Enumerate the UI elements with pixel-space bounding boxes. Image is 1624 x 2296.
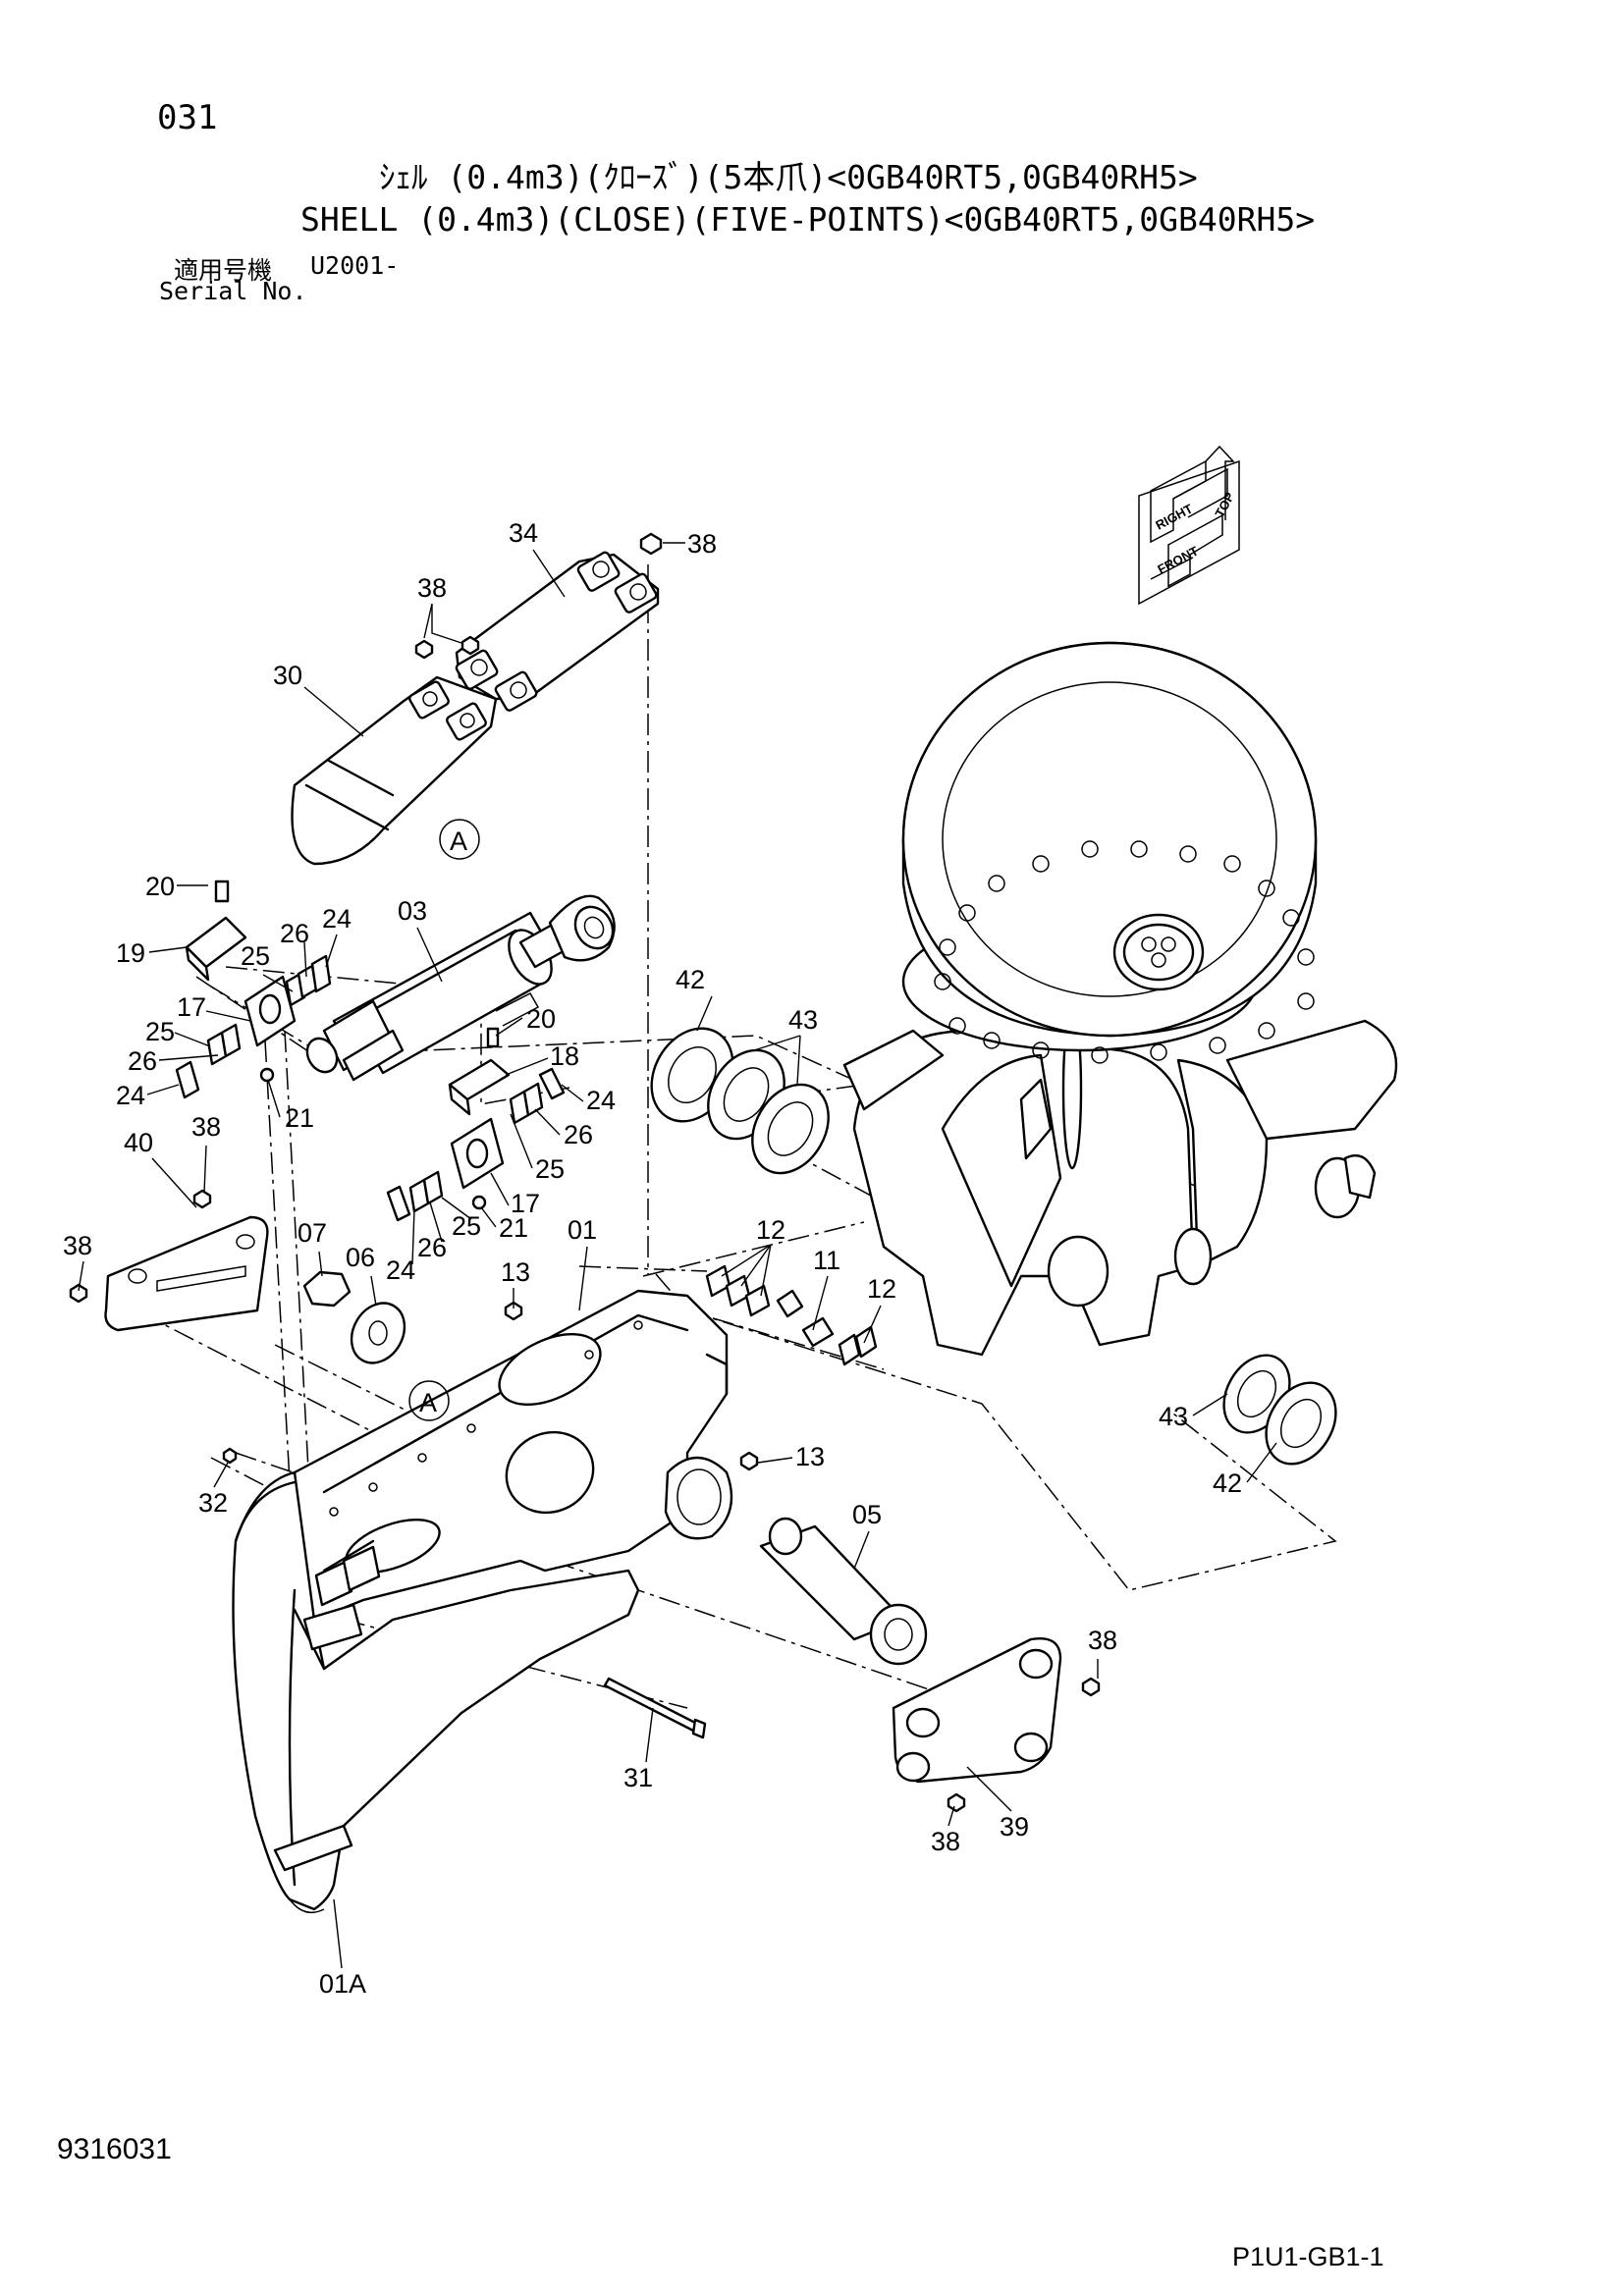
part-31-long-bolt <box>603 1677 707 1739</box>
callout-26: 26 <box>128 1046 157 1076</box>
part-01A-shell-claw <box>232 1470 640 1914</box>
callout-26: 26 <box>564 1120 593 1149</box>
callout-06: 06 <box>346 1243 375 1272</box>
callout-25: 25 <box>241 941 270 971</box>
callout-18: 18 <box>550 1041 579 1071</box>
callout-43: 43 <box>788 1005 818 1035</box>
callout-12: 12 <box>867 1274 896 1304</box>
callout-21: 21 <box>285 1103 314 1133</box>
callout-25: 25 <box>145 1017 175 1046</box>
part-39-end-plate <box>892 1637 1101 1813</box>
orientation-label-front: FRONT <box>1155 543 1201 576</box>
callout-38: 38 <box>687 529 717 559</box>
callout-03: 03 <box>398 896 427 926</box>
callout-19: 19 <box>116 938 145 968</box>
callout-39: 39 <box>1000 1812 1029 1842</box>
callout-42: 42 <box>1213 1468 1242 1498</box>
callout-38: 38 <box>1088 1626 1117 1655</box>
callout-13: 13 <box>795 1442 825 1471</box>
serial-label-english: Serial No. <box>159 277 307 305</box>
part-03-hydraulic-cylinder <box>305 894 616 1082</box>
serial-label-japanese: 適用号機 <box>174 256 273 285</box>
callout-11: 11 <box>813 1246 840 1275</box>
callout-01: 01 <box>568 1215 597 1245</box>
callout-24: 24 <box>386 1255 415 1285</box>
callout-26: 26 <box>417 1233 447 1262</box>
orientation-label-right: RIGHT <box>1153 501 1195 532</box>
part-01-shell-frame <box>293 1289 733 1622</box>
callout-30: 30 <box>273 661 302 690</box>
callout-43: 43 <box>1159 1402 1188 1431</box>
callout-34: 34 <box>509 518 538 548</box>
document-id: 9316031 <box>57 2133 172 2165</box>
page-number: 031 <box>157 98 218 137</box>
part-30-cover <box>291 675 498 866</box>
callout-20: 20 <box>526 1004 556 1034</box>
rotator-shell-assembly <box>842 641 1398 1357</box>
callout-31: 31 <box>623 1763 653 1792</box>
view-reference-A: A <box>419 1388 437 1417</box>
callout-05: 05 <box>852 1500 882 1529</box>
orientation-symbol: TOP RIGHT FRONT <box>1138 445 1240 606</box>
callout-17: 17 <box>177 992 206 1022</box>
callout-40: 40 <box>124 1128 153 1157</box>
part-05-pin <box>759 1517 928 1666</box>
callout-24: 24 <box>586 1086 616 1115</box>
callout-32: 32 <box>198 1488 228 1518</box>
bolt-38-top-group <box>414 532 663 660</box>
callout-07: 07 <box>298 1218 327 1248</box>
serial-value: U2001- <box>310 251 400 280</box>
view-reference-A: A <box>450 827 467 856</box>
callout-38: 38 <box>417 573 447 603</box>
callout-17: 17 <box>511 1189 540 1218</box>
callout-01A: 01A <box>319 1969 366 1999</box>
page-title-japanese: ｼｪﾙ (0.4m3)(ｸﾛｰｽﾞ)(5本爪)<0GB40RT5,0GB40RH… <box>379 158 1198 196</box>
callout-24: 24 <box>322 904 352 934</box>
part-34-cover-plate <box>455 551 660 712</box>
callout-labels: 34 38 38 30 A 20 19 03 26 24 25 17 25 26… <box>63 518 1242 1999</box>
callout-42: 42 <box>676 965 705 994</box>
callout-12: 12 <box>756 1215 785 1245</box>
callout-38: 38 <box>63 1231 92 1260</box>
part-40-side-plate <box>69 1189 269 1332</box>
callout-20: 20 <box>145 872 175 901</box>
callout-24: 24 <box>116 1081 145 1110</box>
callout-13: 13 <box>501 1257 530 1287</box>
sheet-code: P1U1-GB1-1 <box>1232 2242 1384 2271</box>
part-07-06-nut-washer <box>302 1270 406 1364</box>
callout-38: 38 <box>931 1827 960 1856</box>
callout-21: 21 <box>499 1213 528 1243</box>
callout-38: 38 <box>191 1112 221 1142</box>
orientation-label-top: TOP <box>1212 490 1237 520</box>
part-11-12-13-32-small-parts <box>222 1264 878 1471</box>
page-title-english: SHELL (0.4m3)(CLOSE)(FIVE-POINTS)<0GB40R… <box>300 200 1316 239</box>
leader-lines <box>78 542 1277 1969</box>
shims-42-43 <box>650 1027 1337 1466</box>
callout-25: 25 <box>535 1154 565 1184</box>
